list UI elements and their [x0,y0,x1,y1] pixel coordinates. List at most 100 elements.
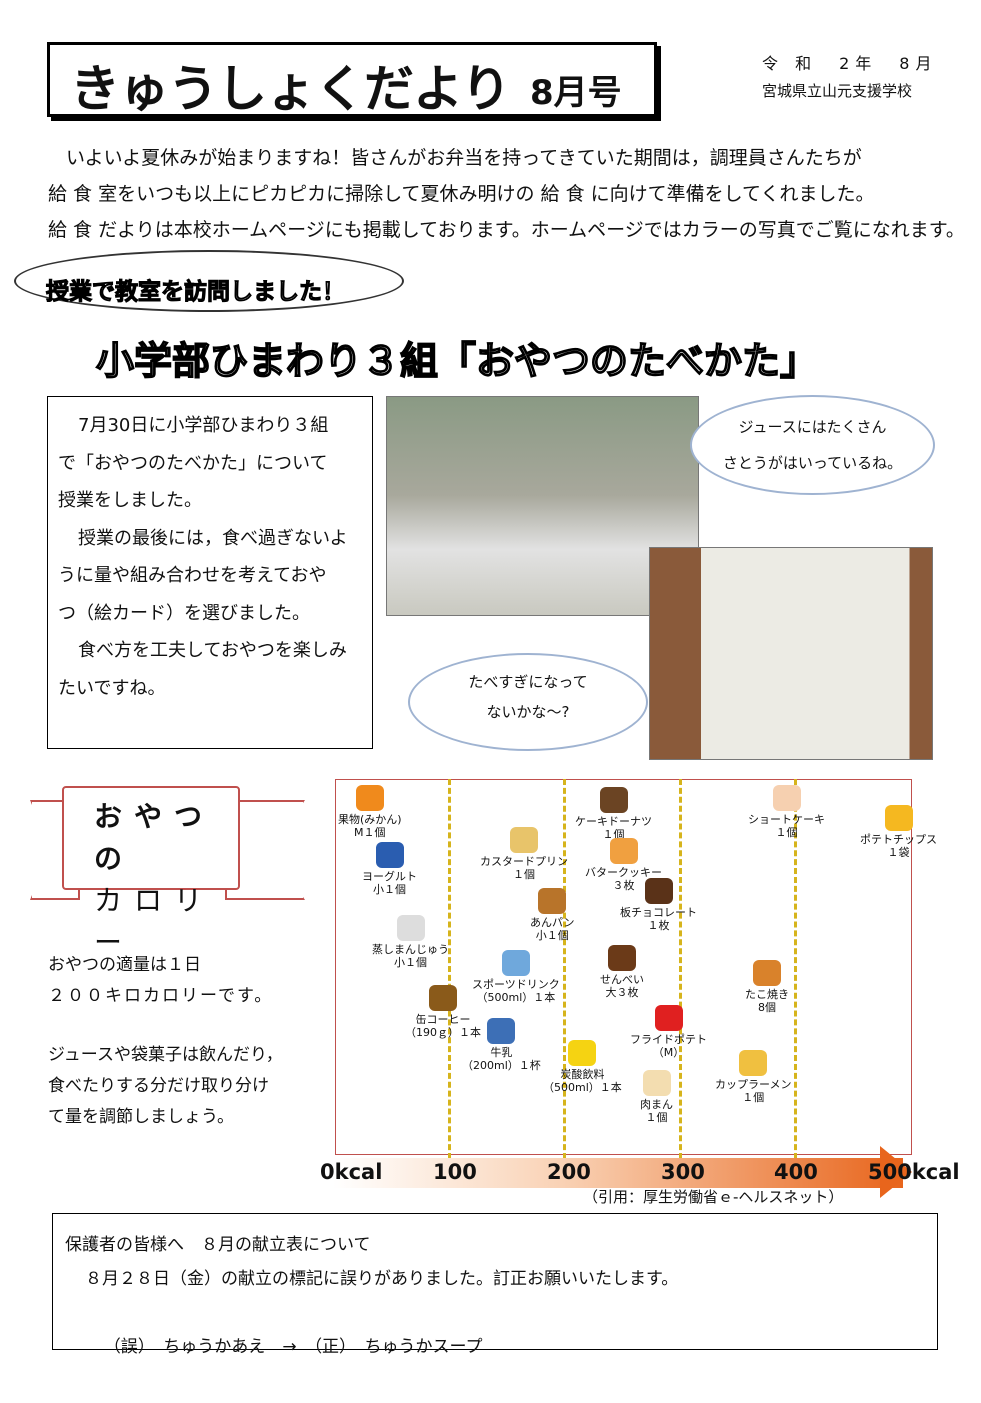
lesson-line: うに量や組み合わせを考えておや [58,565,327,586]
intro-line: 給 食 だよりは本校ホームページにも掲載しております。ホームページではカラーの写… [48,219,965,241]
speech-line: ジュースにはたくさん [738,418,887,436]
food-item: スポーツドリンク（500ml）１本 [472,950,560,1004]
lesson-line: 食べ方を工夫しておやつを楽しみ [78,640,347,661]
food-icon [739,1050,768,1076]
lesson-line: たいですね。 [58,677,166,699]
calorie-advice: おやつの適量は１日 ２００キロカロリーです。 ジュースや袋菓子は飲んだり， 食べ… [48,950,338,1133]
speech-line: たべすぎになって [468,673,588,691]
food-icon [753,960,781,986]
banner-line: おやつの [94,800,215,875]
food-qty: （500ml）１本 [543,1081,622,1094]
food-icon [568,1040,597,1066]
food-icon [355,785,384,811]
food-qty: １個 [645,1111,668,1124]
date: 令 和 2年 8月 [762,54,938,73]
lesson-line: 授業の最後には，食べ過ぎないよ [78,527,348,549]
school-name: 宮城県立山元支援学校 [762,82,913,100]
food-qty: １個 [602,828,625,841]
food-qty: （200ml）１杯 [462,1059,541,1072]
food-name: せんべい [600,973,644,986]
food-name: バタークッキー [585,866,662,879]
food-icon [772,785,801,811]
advice-line: 食べたりする分だけ取り分け [48,1076,269,1096]
correct-value: ちゅうかスープ [364,1337,483,1357]
gridline-100 [448,779,451,1159]
calorie-axis [333,1158,903,1188]
food-item: 牛乳（200ml）１杯 [462,1018,541,1072]
calorie-banner: おやつの カロリー [62,786,240,959]
food-qty: １枚 [647,919,670,932]
food-name: 板チョコレート [620,906,697,919]
menu-correction-notice: 保護者の皆様へ ８月の献立表について ８月２８日（金）の献立の標記に誤りがありま… [52,1213,938,1357]
intro-line: いよいよ夏休みが始まりますね！皆さんがお弁当を持ってきていた期間は，調理員さんた… [66,147,862,169]
food-icon [396,915,425,941]
food-item: 缶コーヒー（190ｇ）１本 [405,985,481,1039]
gridline-200 [563,779,566,1159]
food-item: フライドポテト（M） [630,1005,707,1059]
visit-bubble-text: 授業で教室を訪問しました！ [46,279,346,306]
calorie-chart [335,779,912,1155]
banner-line: カロリー [94,884,215,959]
tick-label: 100 [433,1160,477,1184]
food-icon [375,842,404,868]
food-qty: （190ｇ）１本 [405,1026,481,1039]
food-name: ヨーグルト [362,870,417,883]
title-box: きゅうしょくだより 8月号 [47,42,657,118]
lesson-line: つ（絵カード）を選びました。 [58,602,310,624]
food-qty: （500ml）１本 [476,991,556,1004]
food-qty: 小１個 [535,929,569,942]
tick-label: 300 [661,1160,705,1184]
food-qty: 小１個 [373,883,406,896]
food-name: カスタードプリン [480,855,568,868]
tick-label: 400 [774,1160,818,1184]
card-photo [649,547,933,760]
gridline-400 [794,779,797,1159]
food-qty: ３枚 [612,879,635,892]
issue-label: 8月号 [530,73,622,113]
food-name: 缶コーヒー [415,1013,471,1026]
wrong-value: ちゅうかあえ [163,1337,266,1357]
food-icon [510,827,538,853]
food-name: 蒸しまんじゅう [372,943,449,956]
food-name: 牛乳 [490,1046,513,1059]
notice-line: ８月２８日（金）の献立の標記に誤りがありました。訂正お願いいたします。 [85,1269,679,1289]
food-icon [538,888,567,914]
newsletter-title: きゅうしょくだより [70,60,511,118]
intro-line: 給 食 室をいつも以上にピカピカに掃除して夏休み明けの 給 食 に向けて準備をし… [48,183,875,205]
food-icon [599,787,628,813]
food-name: 肉まん [640,1098,673,1111]
advice-line: ジュースや袋菓子は飲んだり， [48,1045,283,1065]
food-name: あんパン [530,916,575,929]
speech-bubble-overeat: たべすぎになって ないかな〜? [408,653,648,751]
advice-line: おやつの適量は１日 [48,955,201,975]
wrong-label: （誤） [103,1337,147,1357]
lesson-line: 7月30日に小学部ひまわり３組 [78,415,329,436]
food-qty: １袋 [887,846,910,859]
food-name: フライドポテト [630,1033,707,1046]
gridline-300 [679,779,682,1159]
lesson-line: で「おやつのたべかた」について [58,452,328,474]
food-icon [642,1070,671,1096]
speech-line: さとうがはいっているね。 [722,454,903,472]
speech-line: ないかな〜? [486,703,570,721]
intro-text: いよいよ夏休みが始まりますね！皆さんがお弁当を持ってきていた期間は，調理員さんた… [48,140,965,248]
food-name: ショートケーキ [748,813,825,826]
food-item: ヨーグルト小１個 [362,842,417,896]
food-qty: 8個 [758,1001,776,1014]
food-icon [429,985,457,1011]
food-qty: １個 [742,1091,765,1104]
food-name: カップラーメン [715,1078,792,1091]
tick-label: 0kcal [320,1160,383,1184]
food-icon [501,950,530,976]
food-item: せんべい大３枚 [600,945,644,999]
arrow-icon: → [282,1337,297,1357]
food-qty: M１個 [354,826,386,839]
food-icon [654,1005,683,1031]
food-icon [487,1018,516,1044]
